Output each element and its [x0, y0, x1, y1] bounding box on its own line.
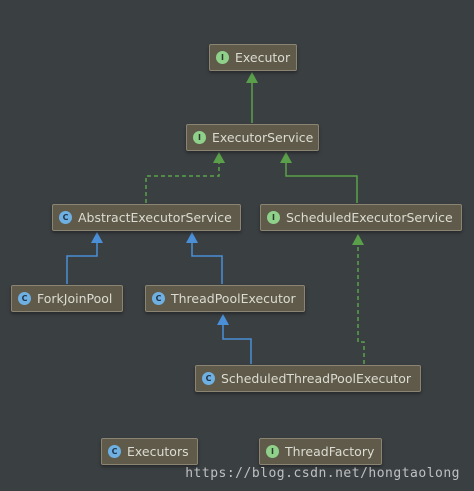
node-abstract-executor-service[interactable]: C AbstractExecutorService [52, 204, 241, 231]
node-executor-service-label: ExecutorService [212, 130, 314, 145]
edge-executorservice-extends-executor [246, 72, 258, 123]
node-thread-pool-executor[interactable]: C ThreadPoolExecutor [145, 285, 305, 312]
class-icon: C [152, 292, 165, 305]
interface-icon: I [216, 51, 229, 64]
interface-icon: I [266, 445, 279, 458]
node-scheduled-thread-pool-executor-label: ScheduledThreadPoolExecutor [221, 371, 412, 386]
interface-icon: I [267, 211, 280, 224]
node-scheduled-executor-service[interactable]: I ScheduledExecutorService [260, 204, 462, 231]
node-fork-join-pool-label: ForkJoinPool [37, 291, 113, 306]
edge-scheduledthreadpoolexecutor-implements-scheduledexecutorservice [352, 234, 365, 364]
node-thread-factory[interactable]: I ThreadFactory [259, 438, 382, 465]
abstract-class-icon: C [59, 211, 72, 224]
node-executor[interactable]: I Executor [209, 44, 297, 71]
edge-scheduledexecutorservice-extends-executorservice [280, 152, 358, 203]
watermark: https://blog.csdn.net/hongtaolong [185, 466, 460, 481]
node-executor-label: Executor [235, 50, 291, 65]
node-executors-label: Executors [127, 444, 189, 459]
node-scheduled-thread-pool-executor[interactable]: C ScheduledThreadPoolExecutor [195, 365, 421, 392]
node-thread-pool-executor-label: ThreadPoolExecutor [171, 291, 296, 306]
edge-abstractexecutorservice-implements-executorservice [145, 152, 225, 203]
node-thread-factory-label: ThreadFactory [285, 444, 375, 459]
node-abstract-executor-service-label: AbstractExecutorService [78, 210, 232, 225]
interface-icon: I [193, 131, 206, 144]
node-executors[interactable]: C Executors [101, 438, 198, 465]
class-icon: C [18, 292, 31, 305]
edge-forkjoinpool-extends-abstractexecutorservice [66, 232, 103, 284]
node-fork-join-pool[interactable]: C ForkJoinPool [11, 285, 123, 312]
edge-threadpoolexecutor-extends-abstractexecutorservice [186, 232, 223, 284]
node-executor-service[interactable]: I ExecutorService [186, 124, 319, 151]
class-icon: C [202, 372, 215, 385]
edge-scheduledthreadpoolexecutor-extends-threadpoolexecutor [217, 314, 252, 364]
class-icon: C [108, 445, 121, 458]
node-scheduled-executor-service-label: ScheduledExecutorService [286, 210, 453, 225]
